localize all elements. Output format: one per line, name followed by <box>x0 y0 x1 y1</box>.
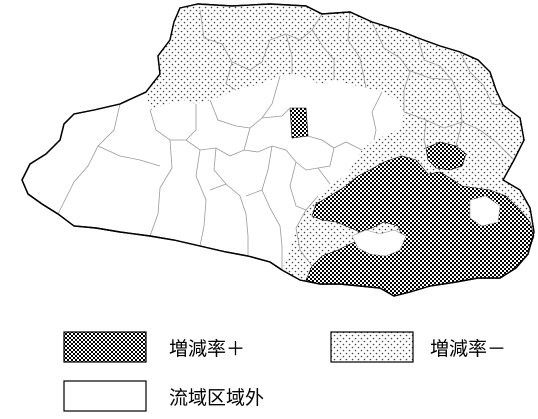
increase-region-north <box>425 141 467 171</box>
outside-hole-2 <box>469 195 501 227</box>
legend-swatch-outside <box>63 380 147 412</box>
legend-item-decrease: 増減率－ <box>330 331 506 363</box>
outside-hole-1 <box>351 229 407 257</box>
municipal-boundaries <box>57 9 515 270</box>
legend-label-increase: 増減率＋ <box>169 337 246 360</box>
legend-item-outside: 流域区域外 <box>63 380 264 412</box>
legend-label-outside: 流域区域外 <box>169 386 265 409</box>
legend-label-decrease: 増減率－ <box>430 337 507 360</box>
legend-item-increase: 増減率＋ <box>63 331 245 363</box>
legend-swatch-decrease <box>330 331 414 363</box>
municipal-change-map <box>21 3 535 297</box>
legend-swatch-increase <box>63 331 147 363</box>
increase-region-center <box>289 107 309 139</box>
prefecture-border <box>21 3 535 297</box>
